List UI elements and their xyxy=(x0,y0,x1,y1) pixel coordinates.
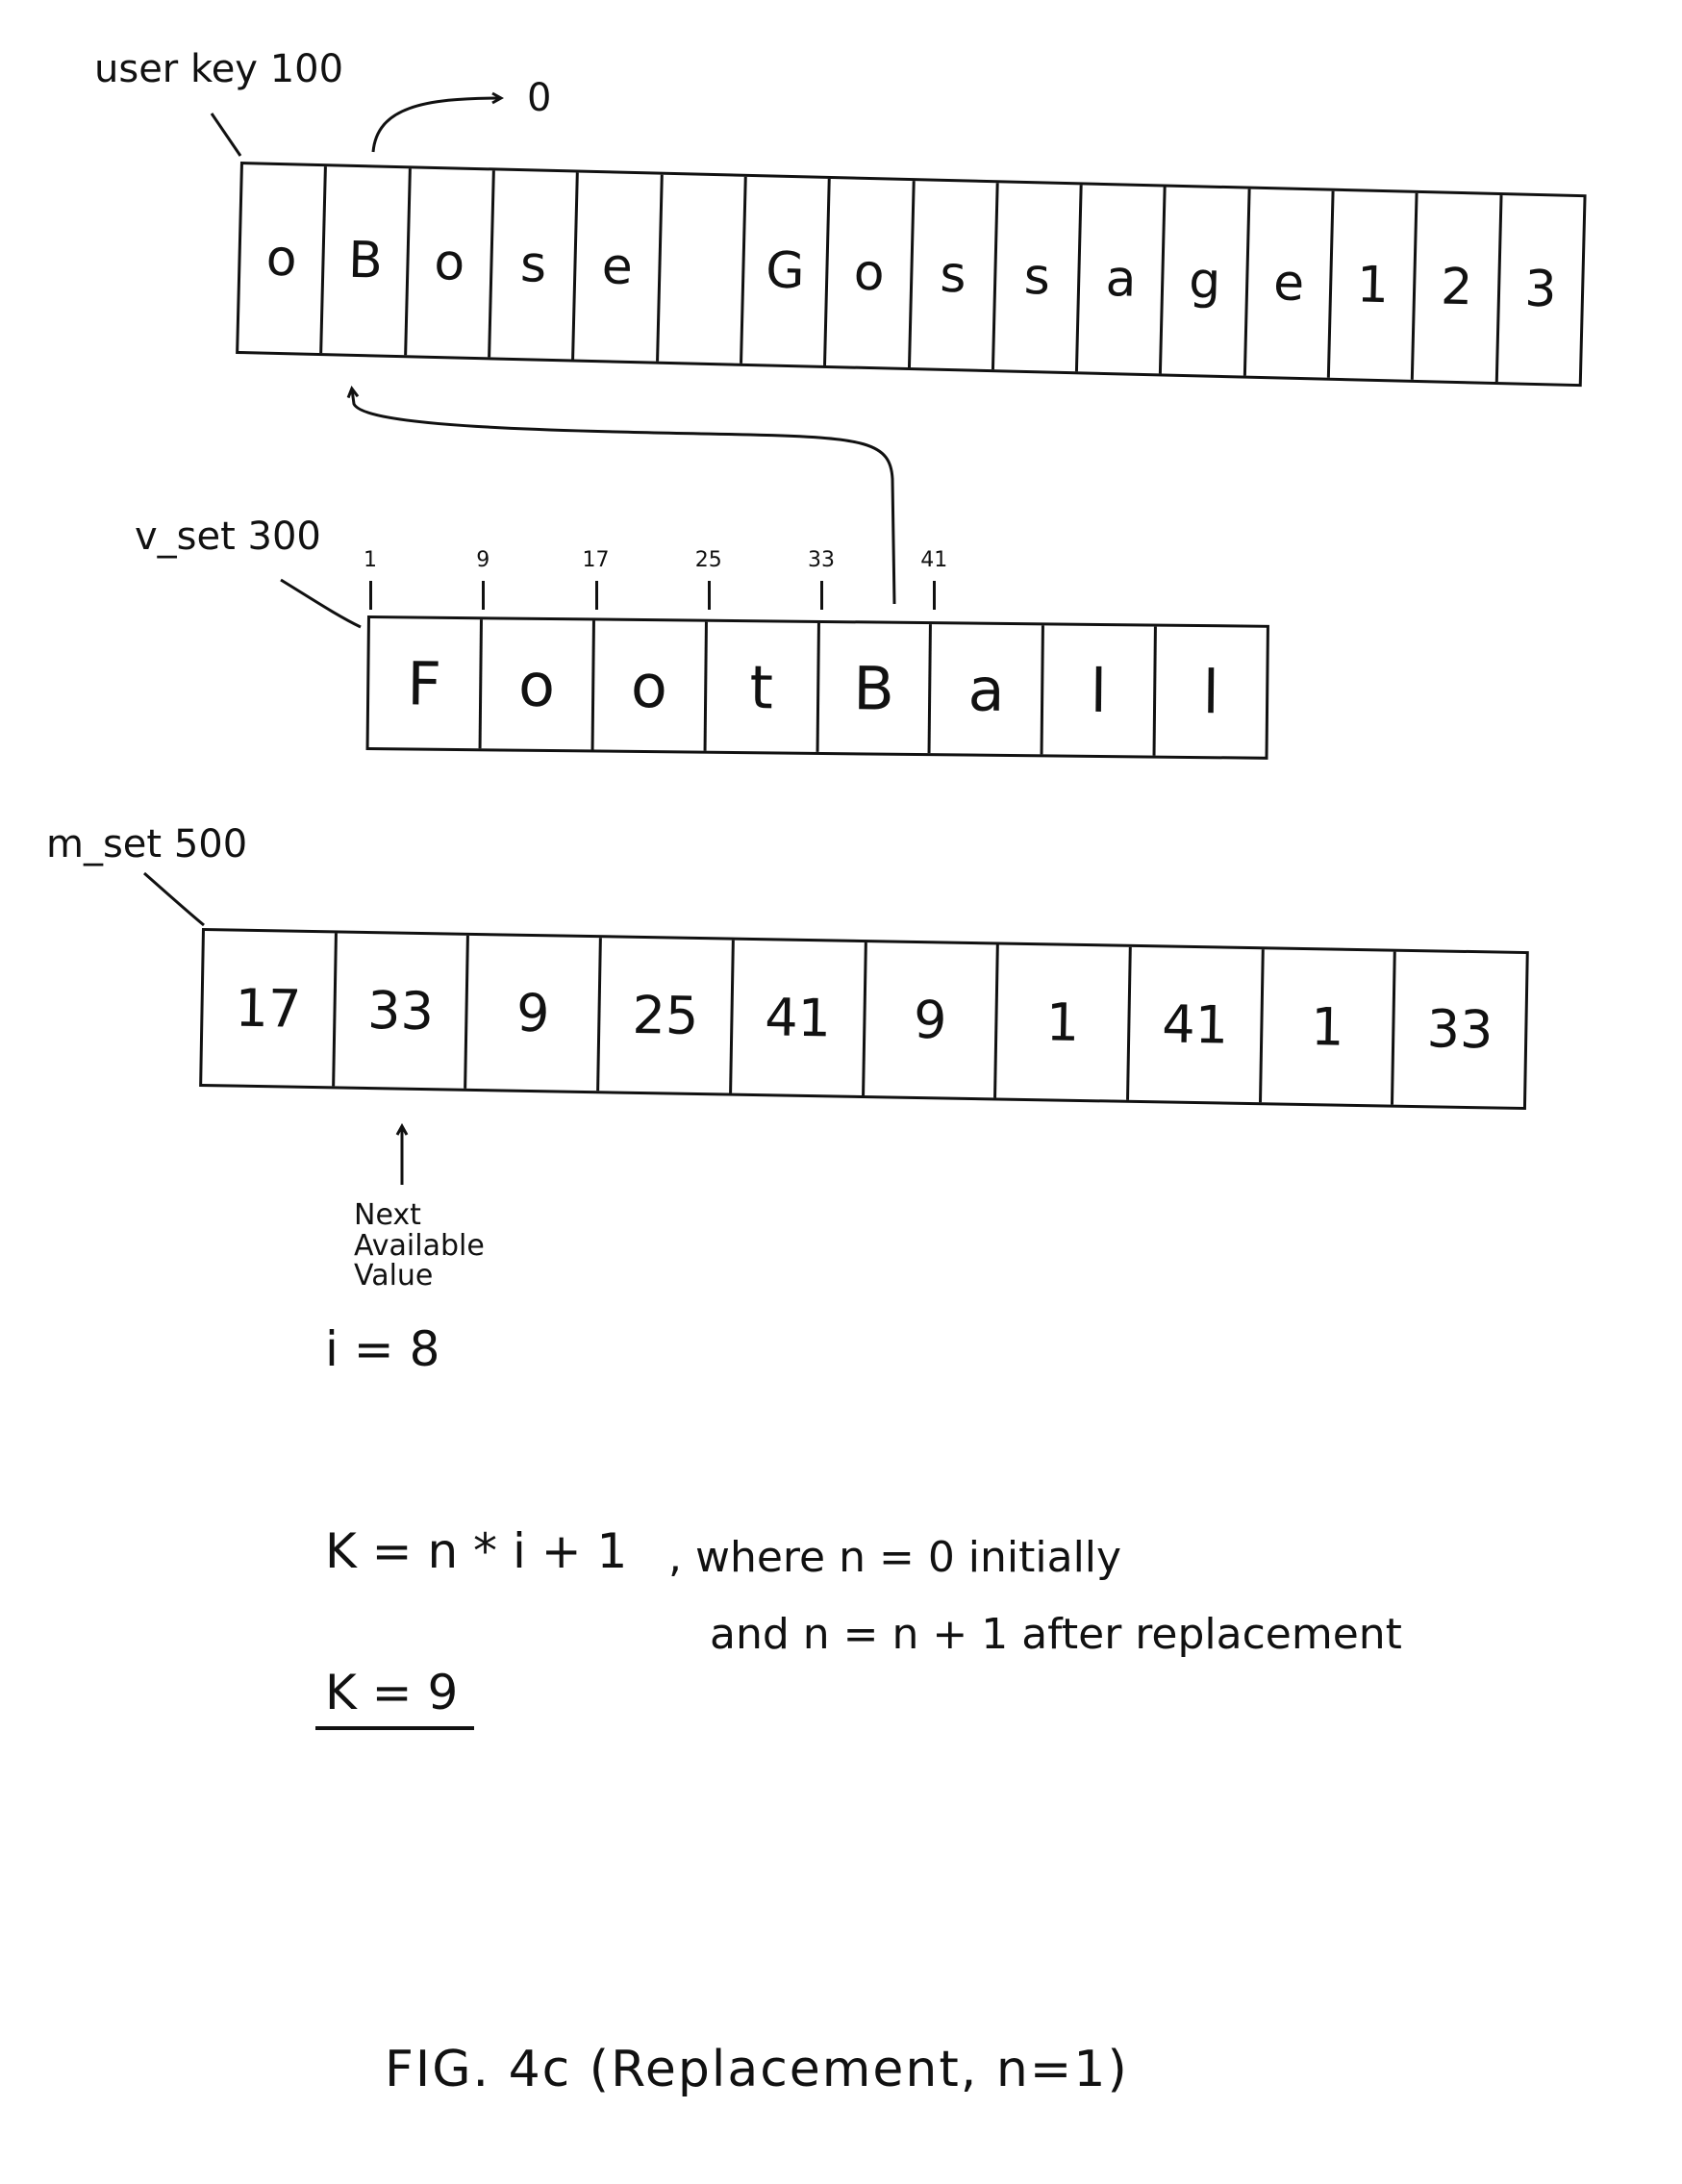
m-set-cell: 41 xyxy=(731,940,867,1096)
user-key-cell: G xyxy=(741,176,831,365)
next-available-line-3: Value xyxy=(354,1259,434,1293)
m-set-cell: 41 xyxy=(1128,946,1265,1103)
user-key-cell: a xyxy=(1078,185,1167,374)
formula-where: , where n = 0 initially xyxy=(668,1533,1122,1582)
v-set-tick-label: 33 xyxy=(808,548,835,572)
v-set-tick-label: 9 xyxy=(476,548,490,572)
user-key-cell: o xyxy=(238,164,328,354)
user-key-label: user key 100 xyxy=(94,47,344,91)
v-set-tick-label: 1 xyxy=(364,548,377,572)
i-value: i = 8 xyxy=(325,1321,440,1377)
m-set-cell: 9 xyxy=(864,942,1000,1098)
user-key-cell: s xyxy=(490,170,580,360)
user-key-cell: o xyxy=(406,168,495,358)
v-set-tick-label: 17 xyxy=(582,548,610,572)
v-set-cell: l xyxy=(1042,625,1158,756)
m-set-label: m_set 500 xyxy=(46,822,248,866)
m-set-cell: 1 xyxy=(1261,949,1397,1105)
user-key-arrow-target: 0 xyxy=(527,76,552,120)
user-key-leader-line xyxy=(210,113,242,157)
m-set-leader-line xyxy=(143,871,205,927)
user-key-cell: s xyxy=(993,183,1083,372)
v-set-tick-mark xyxy=(482,581,486,610)
v-set-tick-mark xyxy=(707,581,711,610)
v-set-cell: B xyxy=(818,622,933,754)
k-result: K = 9 xyxy=(325,1665,459,1720)
v-set-cell: a xyxy=(930,624,1045,755)
user-key-curved-arrow xyxy=(371,98,500,153)
user-key-cell: 1 xyxy=(1329,190,1418,380)
v-set-cell: t xyxy=(706,621,820,752)
next-available-line-1: Next xyxy=(354,1198,421,1232)
v-set-cell: F xyxy=(368,618,483,749)
figure-caption: FIG. 4c (Replacement, n=1) xyxy=(385,2041,1129,2098)
m-set-cell: 1 xyxy=(996,944,1132,1100)
m-set-cell: 9 xyxy=(466,935,602,1092)
user-key-cell: e xyxy=(1245,188,1335,378)
user-key-cell: B xyxy=(322,166,412,356)
v-set-tick-mark xyxy=(933,581,937,610)
user-key-cell xyxy=(658,174,747,364)
formula-and: and n = n + 1 after replacement xyxy=(710,1610,1402,1659)
user-key-cell: g xyxy=(1162,187,1251,376)
v-set-cell: o xyxy=(481,619,595,750)
v-set-tick-mark xyxy=(820,581,823,610)
user-key-cell: o xyxy=(826,179,916,368)
m-set-cell: 17 xyxy=(202,931,338,1087)
m-set-cell: 33 xyxy=(1426,998,1494,1061)
formula-main: K = n * i + 1 xyxy=(325,1523,628,1579)
v-set-tick-mark xyxy=(369,581,372,610)
user-key-cell: 3 xyxy=(1523,260,1558,319)
v-set-tick-label: 41 xyxy=(920,548,948,572)
k-result-underline xyxy=(315,1726,474,1730)
v-set-label: v_set 300 xyxy=(135,515,321,559)
next-available-line-2: Available xyxy=(354,1228,485,1263)
v-set-tick-mark xyxy=(594,581,598,610)
m-set-cell: 33 xyxy=(334,933,470,1089)
user-key-cell: s xyxy=(910,181,999,370)
m-set-cell: 25 xyxy=(599,938,735,1093)
user-key-cell: 2 xyxy=(1414,192,1503,383)
v-set-tick-label: 25 xyxy=(694,548,722,572)
next-available-note: Next Available Value xyxy=(354,1200,485,1292)
v-set-leader-line xyxy=(280,578,362,629)
v-set-cell: o xyxy=(593,620,708,751)
user-key-cell: e xyxy=(574,172,664,362)
v-set-cell: l xyxy=(1202,656,1220,727)
